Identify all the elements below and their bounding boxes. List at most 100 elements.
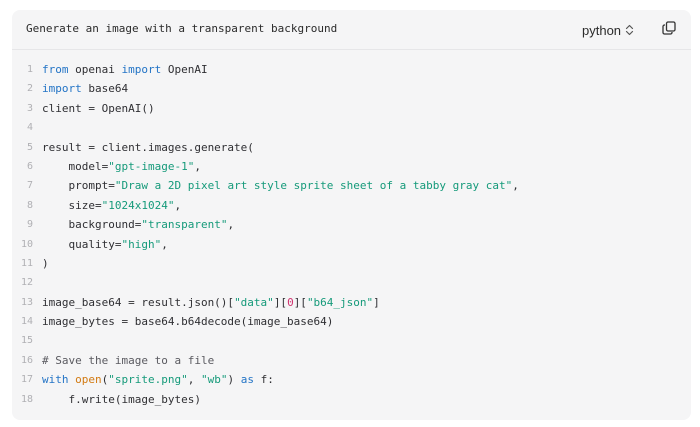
- code-line: 14 image_bytes = base64.b64decode(image_b…: [12, 312, 691, 331]
- code-block: Generate an image with a transparent bac…: [12, 10, 691, 420]
- code-line: 12: [12, 273, 691, 292]
- line-number: 14: [20, 316, 33, 328]
- code-token: open: [75, 373, 102, 387]
- code-line: 8 size="1024x1024",: [12, 196, 691, 215]
- line-number: 6: [26, 160, 33, 172]
- code-line: 5 result = client.images.generate(: [12, 138, 691, 157]
- code-line: 2 import base64: [12, 79, 691, 98]
- code-token: "high": [121, 237, 162, 251]
- code-token: "transparent": [141, 218, 228, 232]
- code-token: background=: [42, 218, 142, 232]
- code-token: with: [42, 373, 69, 387]
- copy-button[interactable]: [658, 19, 680, 41]
- code-token: result = client.images.generate(: [42, 140, 254, 154]
- code-area[interactable]: 1 from openai import OpenAI 2 import base64…: [12, 60, 691, 409]
- code-token: ]: [373, 295, 380, 309]
- line-number: 1: [26, 64, 33, 75]
- language-select[interactable]: python: [582, 20, 634, 40]
- code-token: client = OpenAI(): [42, 101, 155, 115]
- code-token: ][: [273, 295, 288, 309]
- line-number: 8: [26, 199, 33, 211]
- code-block-title: Generate an image with a transparent bac…: [26, 22, 338, 35]
- language-label: python: [582, 22, 622, 38]
- line-content: ): [42, 254, 49, 273]
- code-token: "gpt-image-1": [108, 159, 195, 173]
- code-line: 10 quality="high",: [12, 235, 691, 254]
- line-content: import base64: [42, 79, 128, 98]
- line-number: 11: [20, 257, 33, 269]
- code-token: (: [101, 373, 109, 387]
- line-content: model="gpt-image-1",: [42, 157, 201, 176]
- line-number: 17: [20, 374, 33, 386]
- code-token: "b64_json": [306, 295, 374, 309]
- code-token: f:: [253, 373, 274, 387]
- line-content: image_base64 = result.json()["data"][0][…: [42, 293, 380, 312]
- code-token: ][: [293, 295, 307, 309]
- code-line: 6 model="gpt-image-1",: [12, 157, 691, 176]
- code-token: image_base64 = result.json()[: [42, 295, 235, 309]
- code-token: as: [240, 373, 254, 387]
- code-line: 11): [12, 254, 691, 273]
- code-token: # Save the image to a file: [42, 353, 215, 367]
- copy-icon: [662, 20, 676, 40]
- line-content: with open("sprite.png", "wb") as f:: [42, 370, 274, 389]
- line-content: image_bytes = base64.b64decode(image_bas…: [42, 312, 333, 331]
- code-line: 18 f.write(image_bytes): [12, 390, 691, 409]
- code-block-header: Generate an image with a transparent bac…: [12, 10, 691, 50]
- code-token: model=: [42, 159, 109, 173]
- code-token: "Draw a 2D pixel art style sprite sheet …: [114, 179, 513, 193]
- line-number: 9: [26, 219, 33, 231]
- code-token: ): [227, 373, 241, 387]
- code-line: 9 background="transparent",: [12, 215, 691, 234]
- line-content: client = OpenAI(): [42, 99, 155, 118]
- code-token: ): [42, 256, 49, 270]
- code-line: 4: [12, 118, 691, 137]
- code-token: base64: [81, 82, 129, 96]
- line-number: 7: [26, 180, 33, 192]
- line-number: 5: [26, 141, 33, 153]
- line-number: 4: [26, 122, 33, 134]
- code-token: f.write(image_bytes): [42, 392, 201, 406]
- code-token: "1024x1024": [101, 198, 175, 212]
- code-token: image_bytes = base64.b64decode(image_bas…: [42, 315, 334, 329]
- code-token: "sprite.png": [108, 373, 188, 387]
- line-number: 10: [20, 238, 33, 250]
- code-token: import: [42, 82, 82, 96]
- line-content: result = client.images.generate(: [42, 138, 254, 157]
- code-line: 16# Save the image to a file: [12, 351, 691, 370]
- code-line: 1 from openai import OpenAI: [12, 60, 691, 79]
- line-number: 13: [20, 296, 33, 308]
- code-token: from: [42, 63, 69, 76]
- line-content: background="transparent",: [42, 215, 234, 234]
- line-content: prompt="Draw a 2D pixel art style sprite…: [42, 176, 518, 195]
- code-token: quality=: [42, 237, 122, 251]
- line-content: size="1024x1024",: [42, 196, 181, 215]
- code-token: "wb": [200, 373, 228, 387]
- code-token: "data": [234, 295, 274, 309]
- code-token: ,: [161, 237, 168, 251]
- line-content: quality="high",: [42, 235, 168, 254]
- line-number: 15: [20, 335, 33, 347]
- code-token: ,: [227, 218, 235, 232]
- code-token: prompt=: [42, 179, 115, 193]
- chevron-up-down-icon: [625, 23, 634, 37]
- line-content: from openai import OpenAI: [42, 60, 208, 79]
- code-token: ,: [194, 159, 201, 173]
- code-token: size=: [42, 198, 102, 212]
- line-number: 3: [26, 102, 33, 114]
- line-content: # Save the image to a file: [42, 351, 214, 370]
- code-line: 3 client = OpenAI(): [12, 99, 691, 118]
- line-content: f.write(image_bytes): [42, 390, 201, 409]
- line-number: 12: [20, 277, 33, 289]
- code-token: import: [121, 63, 162, 76]
- code-token: openai: [68, 63, 122, 76]
- code-line: 7 prompt="Draw a 2D pixel art style spri…: [12, 176, 691, 195]
- line-number: 2: [26, 83, 33, 95]
- code-token: OpenAI: [161, 63, 208, 76]
- code-line: 15: [12, 331, 691, 350]
- code-token: ,: [174, 198, 182, 212]
- code-line: 17 with open("sprite.png", "wb") as f:: [12, 370, 691, 389]
- code-token: 0: [287, 295, 294, 309]
- code-token: ,: [187, 373, 201, 387]
